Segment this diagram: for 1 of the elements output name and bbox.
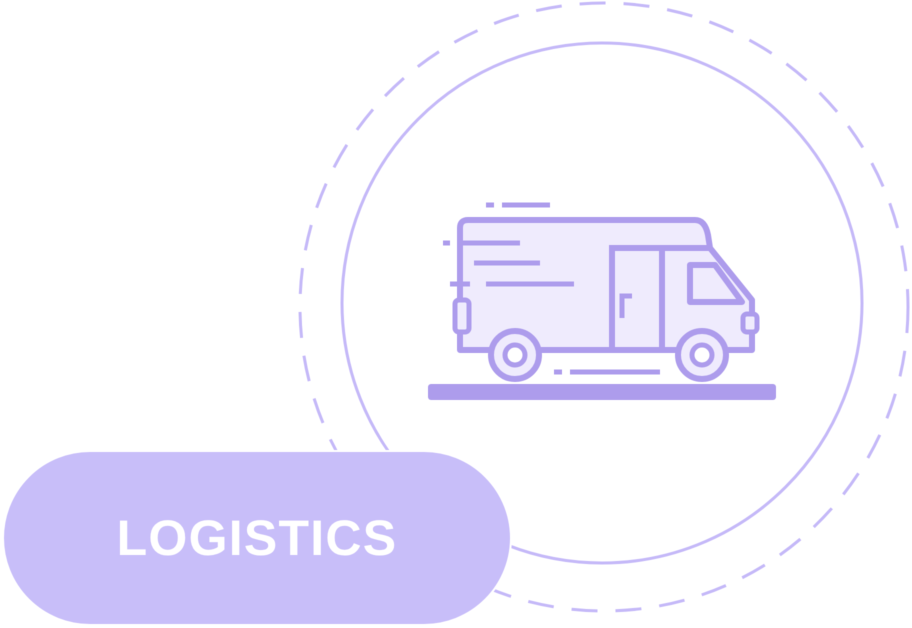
- pill-title: LOGISTICS: [116, 508, 398, 568]
